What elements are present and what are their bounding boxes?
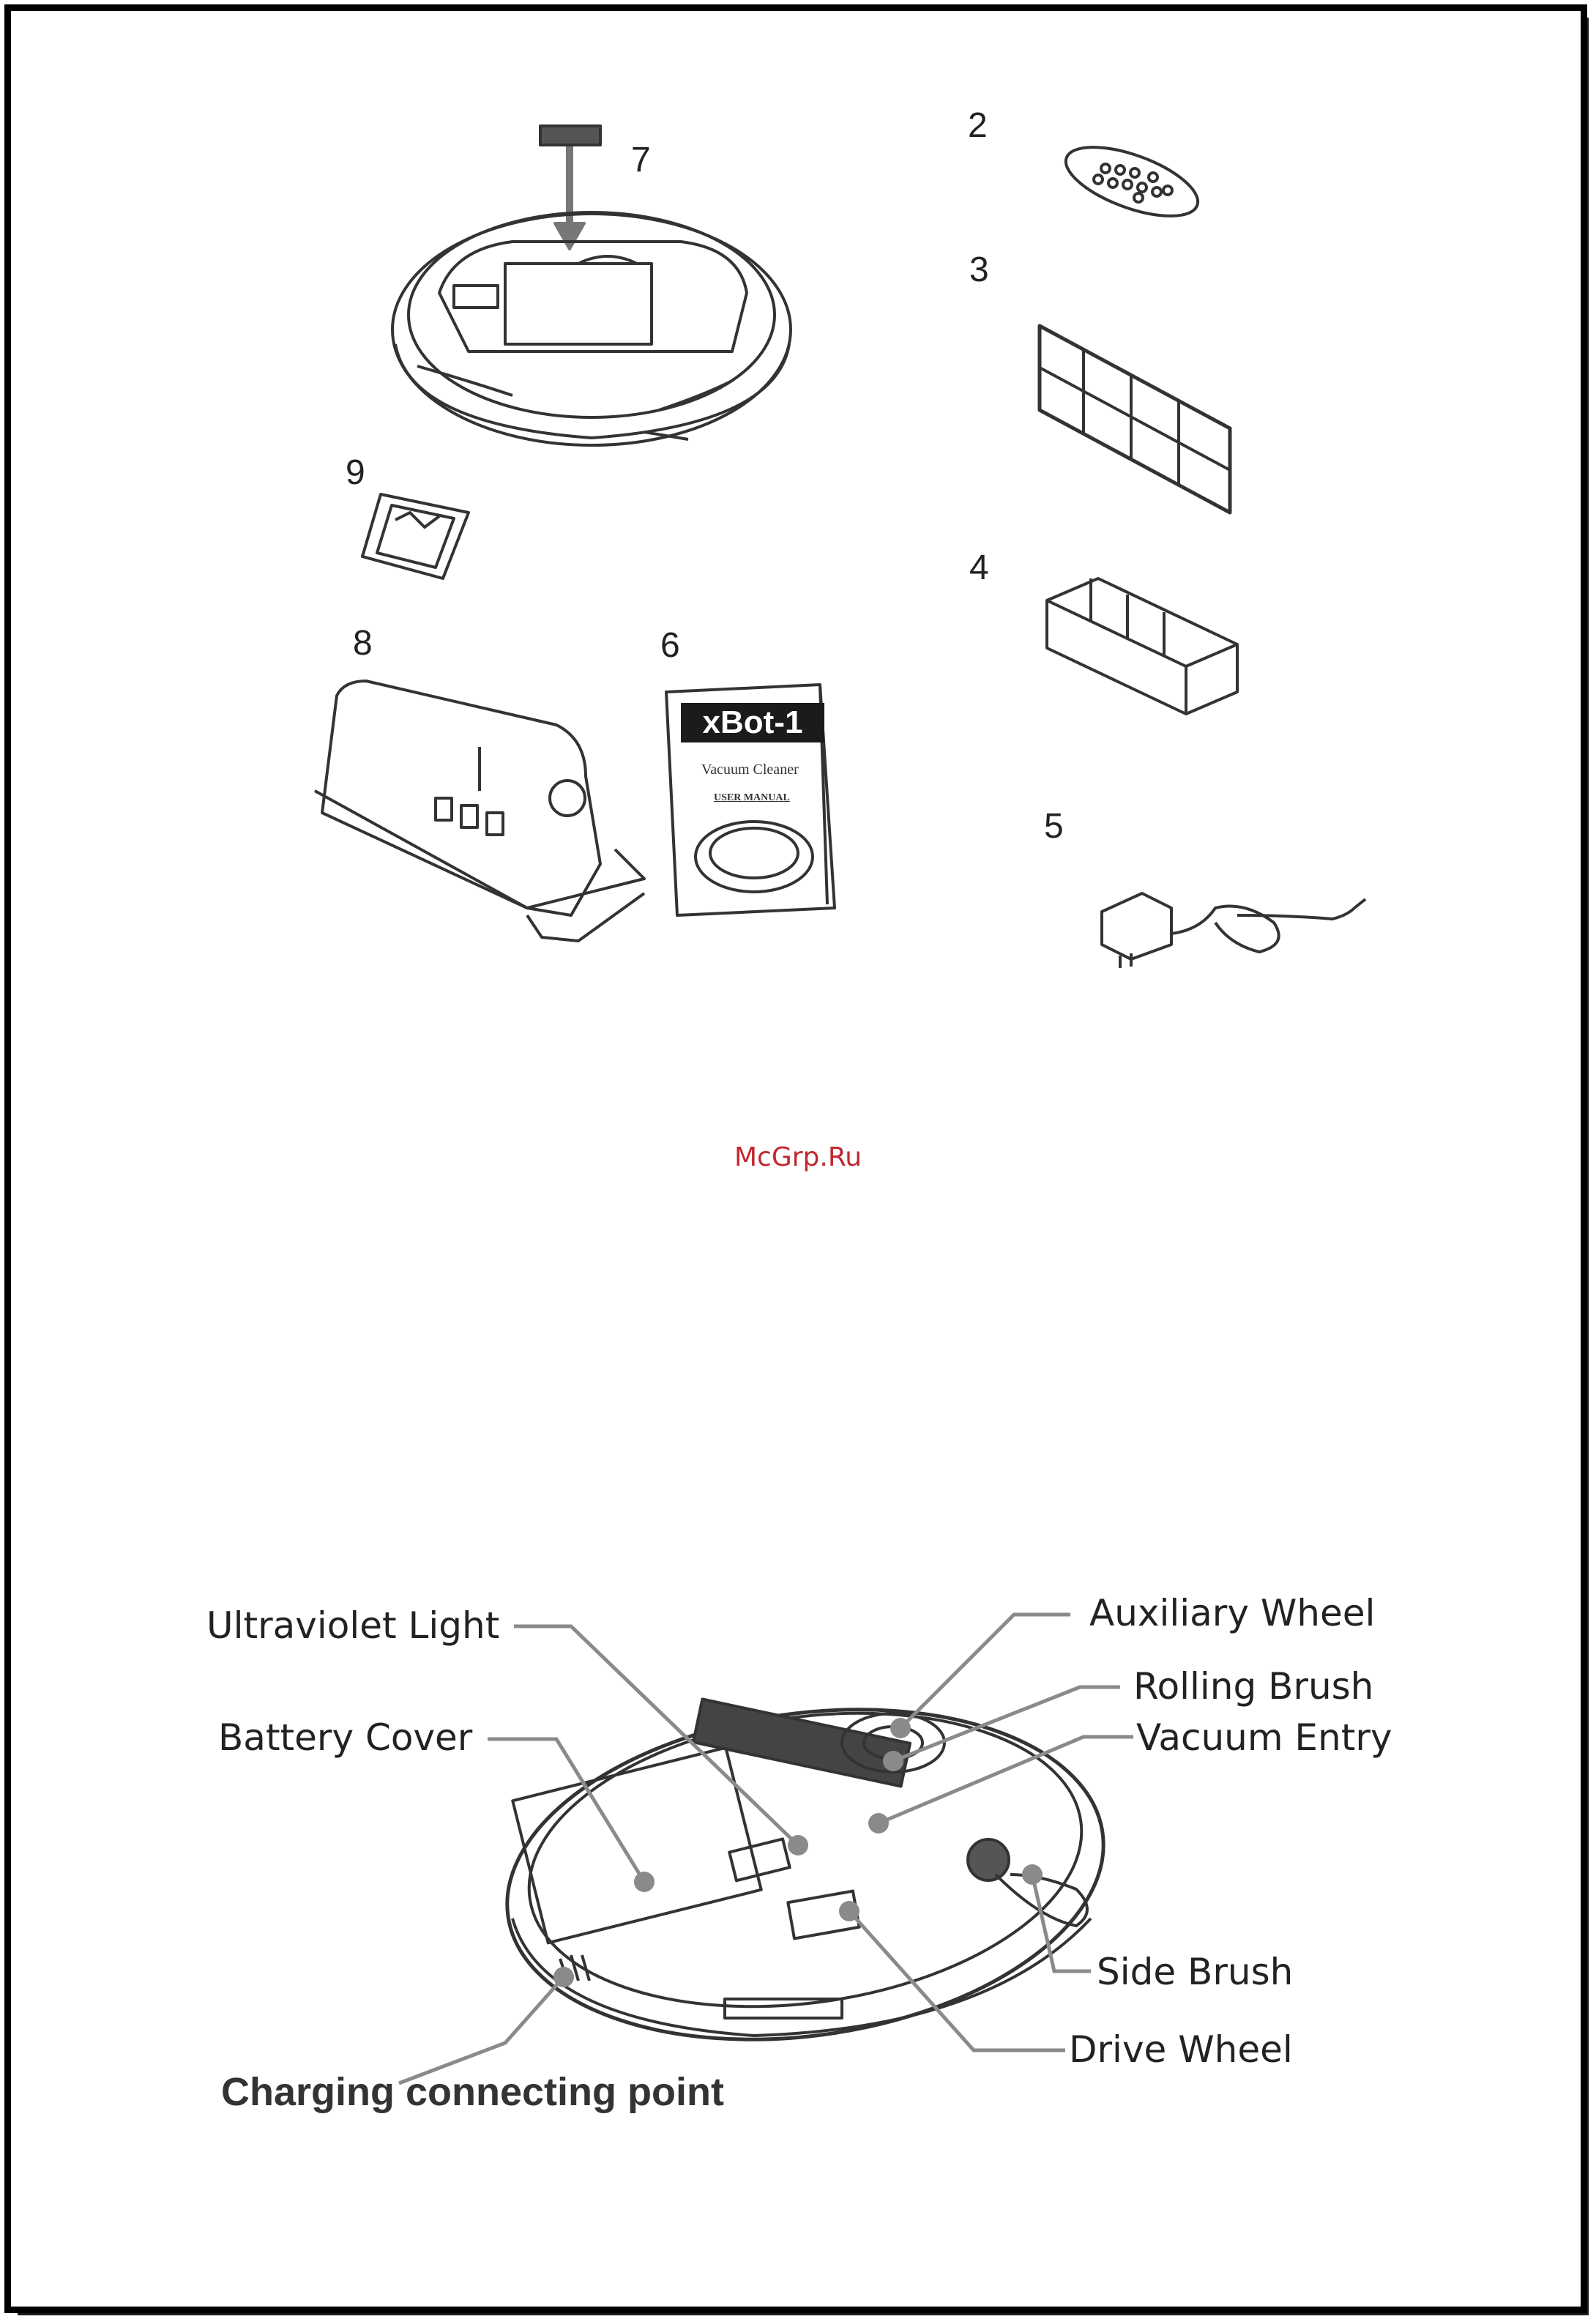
battery-illustration bbox=[1047, 578, 1237, 714]
part-number-3: 3 bbox=[969, 253, 989, 288]
charging-dock-illustration bbox=[315, 681, 644, 941]
label-drive-wheel: Drive Wheel bbox=[1069, 2031, 1293, 2068]
part-number-2: 2 bbox=[968, 108, 988, 144]
label-battery-cover: Battery Cover bbox=[218, 1719, 472, 1756]
part-number-8: 8 bbox=[353, 626, 373, 661]
power-adapter-illustration bbox=[1102, 893, 1365, 968]
part-number-5: 5 bbox=[1044, 809, 1064, 844]
part-number-4: 4 bbox=[969, 551, 989, 586]
watermark: McGrp.Ru bbox=[0, 1142, 1596, 1172]
label-auxiliary-wheel: Auxiliary Wheel bbox=[1089, 1595, 1375, 1631]
manual-title: xBot-1 bbox=[681, 703, 824, 742]
label-ultraviolet-light: Ultraviolet Light bbox=[206, 1607, 499, 1644]
filter-illustration bbox=[1040, 326, 1230, 513]
label-side-brush: Side Brush bbox=[1097, 1954, 1293, 1990]
callout-leaders bbox=[399, 1615, 1133, 2083]
label-vacuum-entry: Vacuum Entry bbox=[1136, 1719, 1392, 1756]
part-number-7: 7 bbox=[631, 143, 651, 178]
remote-control-illustration bbox=[1057, 133, 1206, 231]
manual-user-manual: USER MANUAL bbox=[714, 792, 790, 804]
cleaning-cloth-illustration bbox=[362, 494, 469, 578]
robot-top-illustration bbox=[392, 126, 791, 445]
manual-subtitle: Vacuum Cleaner bbox=[701, 762, 799, 778]
part-number-6: 6 bbox=[660, 628, 680, 663]
label-rolling-brush: Rolling Brush bbox=[1133, 1668, 1373, 1705]
part-number-9: 9 bbox=[346, 455, 365, 491]
label-charging-connecting-point: Charging connecting point bbox=[221, 2072, 724, 2112]
